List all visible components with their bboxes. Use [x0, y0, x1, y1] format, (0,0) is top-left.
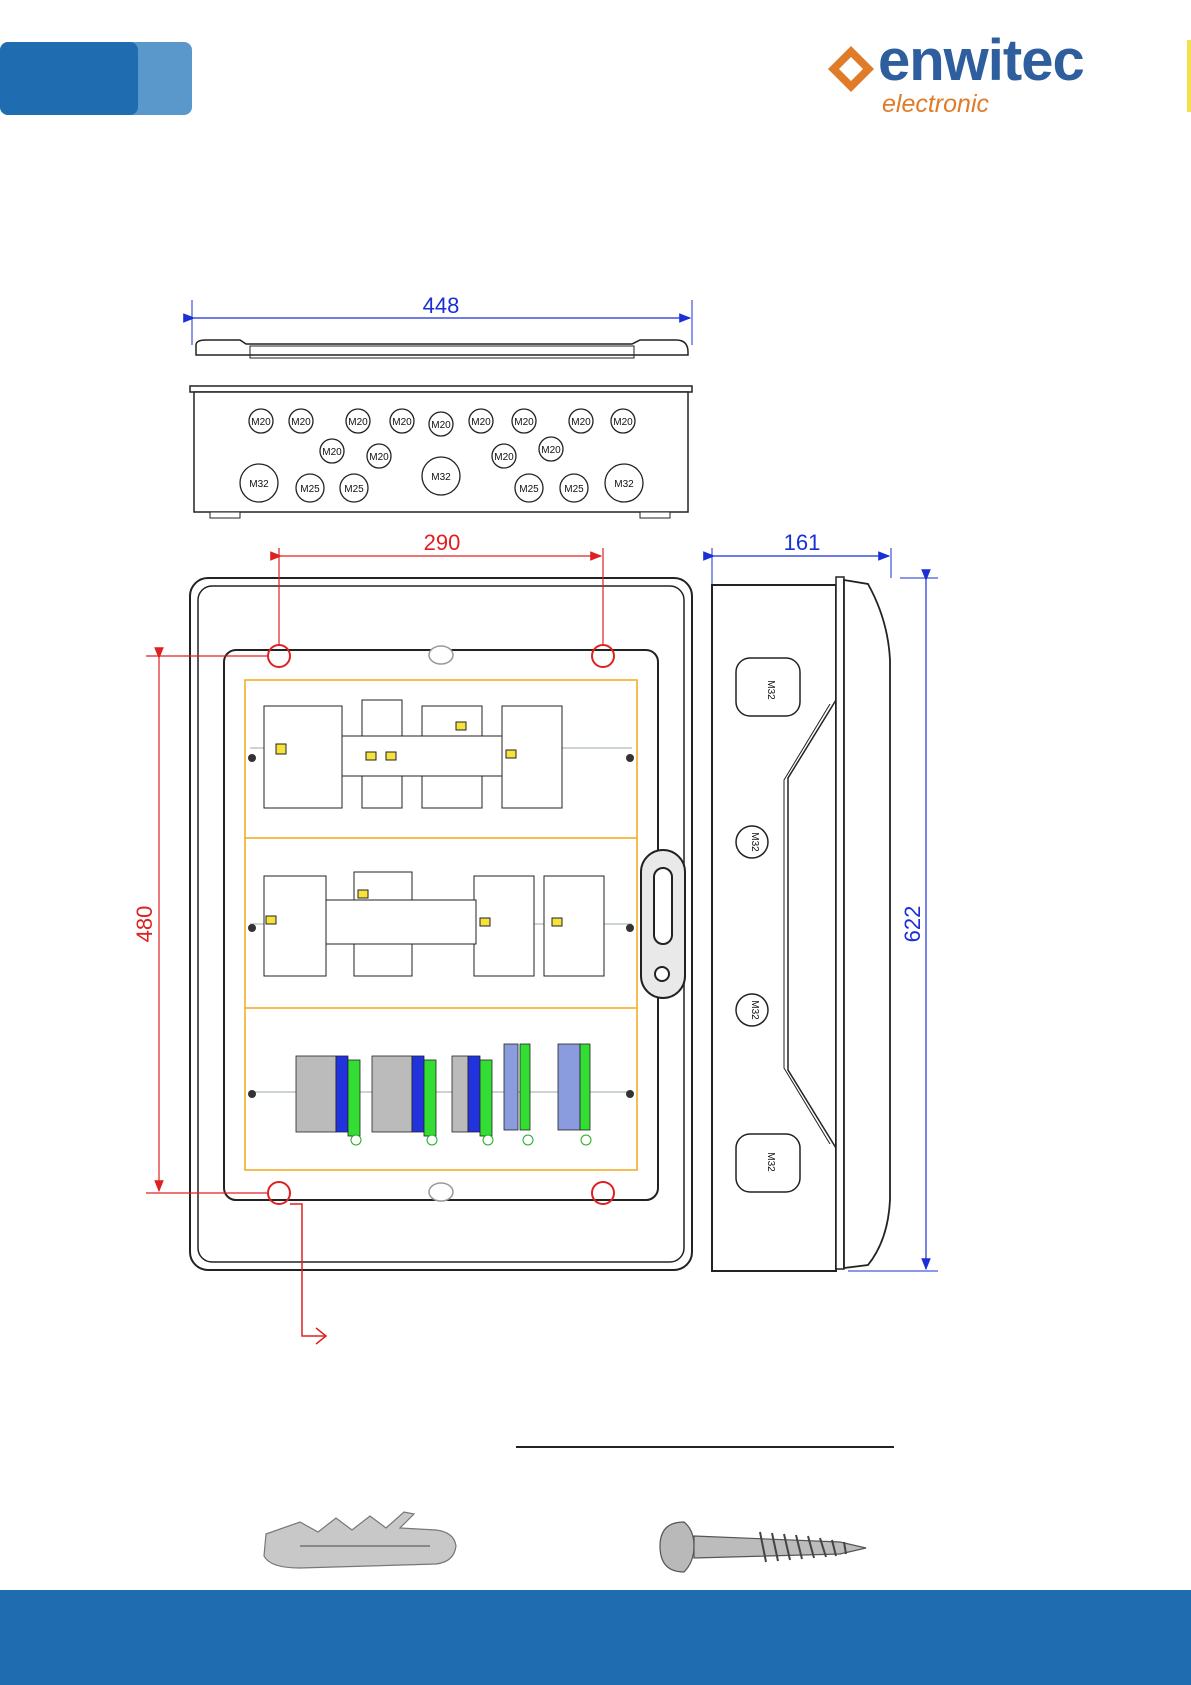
- svg-text:M32: M32: [765, 680, 776, 700]
- front-view: [146, 548, 692, 1344]
- dimension-mount-width: 290: [424, 530, 461, 555]
- svg-text:M20: M20: [251, 417, 271, 428]
- svg-text:M20: M20: [494, 452, 514, 463]
- dimension-top-width: 448: [423, 293, 460, 318]
- footer-bar: [0, 1590, 1191, 1685]
- dimension-total-height: 622: [900, 906, 925, 943]
- svg-text:M25: M25: [344, 484, 364, 495]
- svg-text:M20: M20: [541, 445, 561, 456]
- svg-text:M32: M32: [749, 1000, 760, 1020]
- svg-text:M20: M20: [471, 417, 491, 428]
- svg-text:M32: M32: [431, 472, 451, 483]
- svg-text:M20: M20: [514, 417, 534, 428]
- screw-icon: [660, 1522, 866, 1572]
- svg-text:M32: M32: [614, 479, 634, 490]
- svg-text:M25: M25: [564, 484, 584, 495]
- dimension-mount-height: 480: [132, 906, 157, 943]
- wall-plug-icon: [264, 1512, 456, 1568]
- svg-text:M20: M20: [348, 417, 368, 428]
- svg-text:M20: M20: [322, 447, 342, 458]
- svg-text:M20: M20: [392, 417, 412, 428]
- svg-text:M25: M25: [300, 484, 320, 495]
- svg-text:M32: M32: [765, 1152, 776, 1172]
- svg-text:M20: M20: [369, 452, 389, 463]
- svg-text:M20: M20: [613, 417, 633, 428]
- svg-text:M20: M20: [431, 420, 451, 431]
- svg-text:M20: M20: [291, 417, 311, 428]
- svg-text:M32: M32: [749, 832, 760, 852]
- svg-text:M20: M20: [571, 417, 591, 428]
- section-divider: [516, 1446, 894, 1448]
- svg-text:M25: M25: [519, 484, 539, 495]
- svg-text:M32: M32: [249, 479, 269, 490]
- dimension-side-depth: 161: [784, 530, 821, 555]
